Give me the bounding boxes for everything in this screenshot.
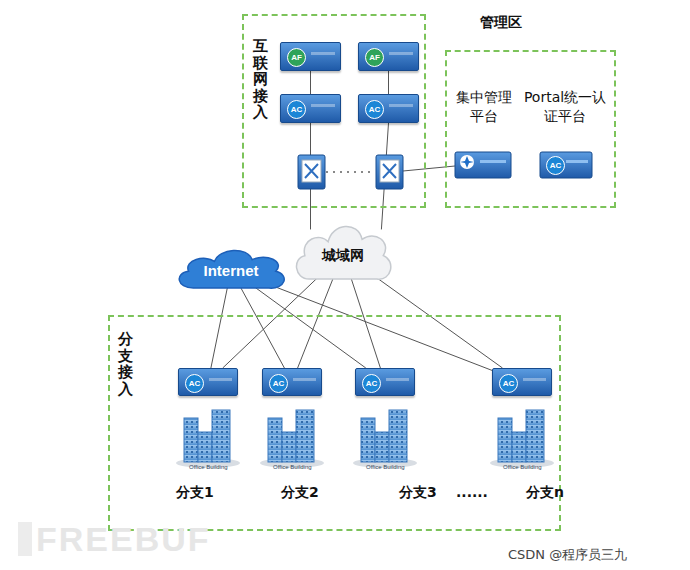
network-link — [388, 71, 389, 94]
dashed-zone: 分支接入 AC AC AC AC — [108, 315, 561, 531]
zone-heading: 分支接入 — [118, 331, 133, 397]
office-building — [260, 410, 324, 468]
switch-icon — [298, 155, 325, 189]
zone-heading: 管理区 — [480, 14, 522, 32]
branch-label: ...... — [456, 484, 488, 500]
network-link — [276, 287, 492, 370]
building-caption: Office Building — [273, 464, 312, 470]
office-building — [353, 410, 417, 468]
cloud-name: Internet — [172, 262, 290, 279]
dashed-zone: 管理区集中管理平台Portal统一认证平台 — [445, 50, 616, 208]
zone-heading: 互联网接入 — [253, 38, 268, 121]
platform-device — [455, 152, 511, 178]
building-caption: Office Building — [366, 464, 405, 470]
watermark-mark — [18, 522, 32, 556]
cloud-name: 城域网 — [290, 247, 396, 265]
dashed-zone: 互联网接入 AF AF AC AC — [242, 14, 426, 208]
office-building — [490, 410, 554, 468]
branch-label: 分支n — [526, 484, 564, 502]
dotted-link — [326, 171, 374, 173]
device-box: AC — [178, 368, 238, 396]
platform-name: Portal统一认证平台 — [523, 88, 607, 126]
switch-icon — [376, 155, 403, 189]
device-badge: AF — [365, 48, 384, 67]
watermark: FREEBUF — [36, 520, 211, 559]
branch-label: 分支1 — [176, 484, 214, 502]
network-link — [377, 278, 503, 368]
device-badge: AC — [185, 374, 204, 393]
branch-label: 分支3 — [399, 484, 437, 502]
branch-label: 分支2 — [281, 484, 319, 502]
device-badge: AC — [546, 156, 565, 175]
network-link — [310, 71, 311, 94]
office-building — [176, 410, 240, 468]
watermark: CSDN @程序员三九 — [508, 546, 627, 564]
device-box: AF — [358, 42, 419, 71]
network-link — [351, 278, 381, 368]
network-link — [255, 287, 366, 368]
cloud-shape: 城域网 — [290, 216, 396, 286]
device-box: AC — [262, 368, 322, 396]
device-box: AC — [492, 368, 552, 396]
platform-device — [540, 152, 592, 178]
network-link — [240, 287, 284, 368]
device-badge: AC — [362, 374, 381, 393]
network-link — [298, 278, 334, 368]
device-box: AC — [355, 368, 415, 396]
platform-name: 集中管理平台 — [451, 88, 517, 126]
mgmt-link — [403, 166, 455, 171]
cloud-shape: Internet — [172, 243, 290, 293]
device-box: AC — [280, 94, 341, 123]
building-caption: Office Building — [503, 464, 542, 470]
device-badge: AC — [365, 100, 384, 119]
network-link — [211, 287, 228, 368]
device-badge: AC — [499, 374, 518, 393]
platform-label-box: 集中管理平台 — [451, 88, 517, 128]
device-badge: AF — [287, 48, 306, 67]
device-badge: AC — [269, 374, 288, 393]
building-caption: Office Building — [189, 464, 228, 470]
device-box: AC — [358, 94, 419, 123]
platform-label-box: Portal统一认证平台 — [523, 88, 607, 128]
device-badge: AC — [287, 100, 306, 119]
device-box: AF — [280, 42, 341, 71]
